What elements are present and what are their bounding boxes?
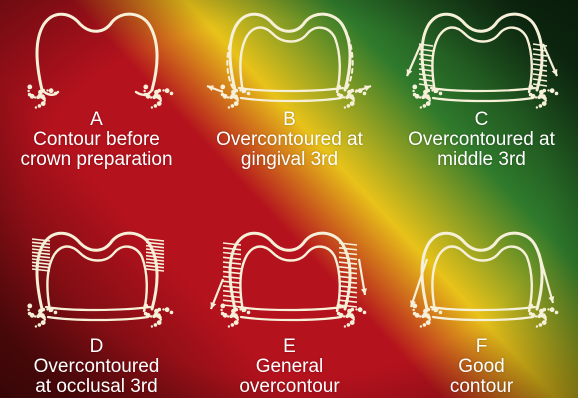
panel-c: C Overcontoured at middle 3rd <box>385 0 578 199</box>
caption-f-line-1: Good <box>385 357 578 377</box>
caption-c-line-2: middle 3rd <box>385 150 578 170</box>
tooth-sketch-a <box>0 0 193 110</box>
tooth-group-b <box>207 14 371 109</box>
panel-f: F Good contour <box>385 199 578 398</box>
panel-letter-d: D <box>0 337 193 357</box>
tooth-group-a <box>27 14 173 109</box>
panel-letter-c: C <box>385 110 578 130</box>
caption-b-line-1: Overcontoured at <box>193 130 386 150</box>
panel-letter-b: B <box>193 110 386 130</box>
root-lines-b <box>239 88 343 101</box>
caption-a: A Contour before crown preparation <box>0 110 193 170</box>
caption-d: D Overcontoured at occlusal 3rd <box>0 337 193 397</box>
caption-e: E General overcontour <box>193 337 386 397</box>
caption-d-line-1: Overcontoured <box>0 357 193 377</box>
panel-b: B Overcontoured at gingival 3rd <box>193 0 386 199</box>
tooth-sketch-c <box>385 0 578 110</box>
tooth-group-e <box>211 233 368 328</box>
root-lines-d <box>46 307 150 320</box>
root-lines-f <box>431 307 535 320</box>
root-lines-e <box>239 307 343 320</box>
tooth-group-c <box>407 14 559 109</box>
panel-a: A Contour before crown preparation <box>0 0 193 199</box>
panel-letter-e: E <box>193 337 386 357</box>
root-lines-c <box>431 88 535 101</box>
tooth-group-d <box>27 233 173 328</box>
arrow-right-e <box>359 259 367 295</box>
caption-d-line-2: at occlusal 3rd <box>0 377 193 397</box>
crown-outline-a <box>37 14 157 90</box>
prepared-tooth-outline-b <box>240 28 339 93</box>
crown-outline-d <box>37 233 157 309</box>
arrow-right-b <box>355 85 371 92</box>
tooth-sketch-d <box>0 199 193 339</box>
panel-letter-a: A <box>0 110 193 130</box>
hatch-left-d <box>32 239 50 271</box>
crown-outline-b <box>230 14 350 90</box>
caption-e-line-2: overcontour <box>193 377 386 397</box>
prepared-tooth-outline-f <box>432 247 531 312</box>
bone-right-a <box>143 85 173 109</box>
prepared-tooth-outline-e <box>240 247 339 312</box>
crown-outline-e <box>230 233 350 309</box>
caption-f: F Good contour <box>385 337 578 397</box>
caption-c: C Overcontoured at middle 3rd <box>385 110 578 170</box>
caption-f-line-2: contour <box>385 377 578 397</box>
tooth-sketch-b <box>193 0 386 110</box>
tooth-sketch-e <box>193 199 386 339</box>
caption-b: B Overcontoured at gingival 3rd <box>193 110 386 170</box>
panel-letter-f: F <box>385 337 578 357</box>
caption-a-line-2: crown preparation <box>0 150 193 170</box>
prepared-tooth-outline-c <box>432 28 531 93</box>
cervical-line-a <box>42 90 152 95</box>
panel-e: E General overcontour <box>193 199 386 398</box>
caption-a-line-1: Contour before <box>0 130 193 150</box>
tooth-sketch-f <box>385 199 578 339</box>
caption-b-line-2: gingival 3rd <box>193 150 386 170</box>
arrow-left-c <box>407 44 421 76</box>
caption-e-line-1: General <box>193 357 386 377</box>
prepared-tooth-outline-d <box>47 247 146 312</box>
crown-outline-c <box>422 14 542 90</box>
caption-c-line-1: Overcontoured at <box>385 130 578 150</box>
panel-d: D Overcontoured at occlusal 3rd <box>0 199 193 398</box>
crown-outline-f <box>422 233 542 309</box>
tooth-group-f <box>410 233 558 328</box>
